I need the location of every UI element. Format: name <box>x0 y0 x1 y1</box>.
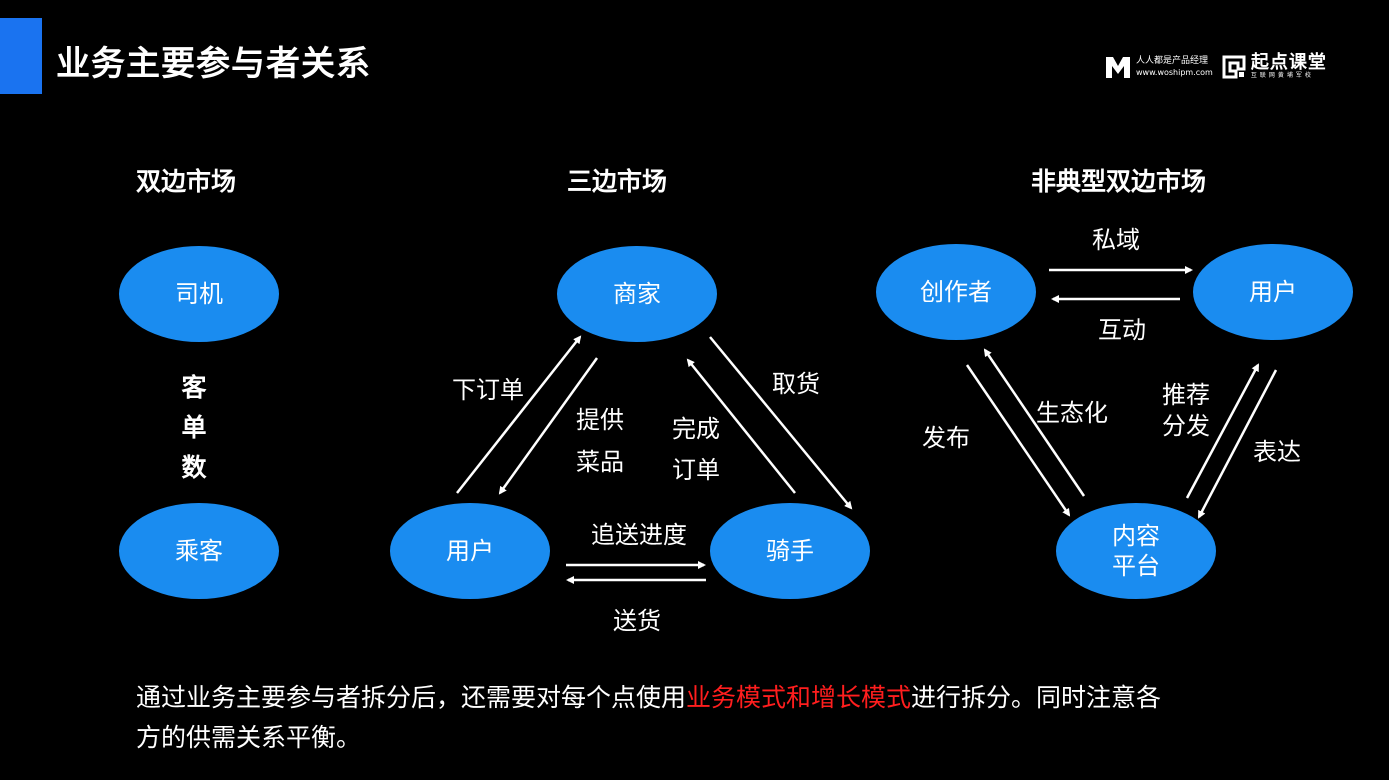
content-platform-node: 内容 平台 <box>1056 503 1216 599</box>
supply-label-line1: 提供 <box>576 406 624 434</box>
platform-label-line2: 平台 <box>1112 552 1160 580</box>
platform-label-line1: 内容 <box>1112 522 1160 550</box>
summary-highlight: 业务模式和增长模式 <box>686 683 912 712</box>
express-label: 表达 <box>1253 438 1301 466</box>
summary-text-start: 通过业务主要参与者拆分后，还需要对每个点使用 <box>136 683 687 712</box>
supply-label-line2: 菜品 <box>576 448 624 476</box>
qidian-name: 起点课堂 <box>1250 52 1327 73</box>
driver-node: 司机 <box>119 246 279 342</box>
atypical-market-title: 非典型双边市场 <box>1031 167 1207 196</box>
brand-logo: 人人都是产品经理 www.woshipm.com 起点课堂 互联网黄埔军校 <box>1104 50 1327 84</box>
woshipm-logo-icon <box>1106 57 1130 78</box>
recommend-label-line2: 分发 <box>1162 412 1210 440</box>
slide-title: 业务主要参与者关系 <box>56 44 371 84</box>
progress-label: 追送进度 <box>591 521 687 549</box>
creator-node: 创作者 <box>876 244 1036 340</box>
complete-label-line2: 订单 <box>672 456 720 484</box>
arrow-user-to-merchant <box>456 335 582 494</box>
title-accent-bar <box>0 18 42 94</box>
private-domain-label: 私域 <box>1092 226 1140 254</box>
order-count-label: 客单数 <box>181 373 207 482</box>
three-sided-market-title: 三边市场 <box>567 167 668 196</box>
place-order-label: 下订单 <box>452 376 524 404</box>
ecology-label: 生态化 <box>1036 399 1108 427</box>
delivery-label: 送货 <box>613 607 661 635</box>
recommend-label-line1: 推荐 <box>1162 381 1210 409</box>
merchant-node: 商家 <box>557 246 717 342</box>
arrow-rider-to-merchant <box>686 358 796 494</box>
arrow-user-to-platform <box>1197 369 1278 519</box>
arrow-merchant-to-rider <box>709 336 853 510</box>
summary-text: 通过业务主要参与者拆分后，还需要对每个点使用业务模式和增长模式进行拆分。同时注意… <box>136 678 1176 758</box>
publish-label: 发布 <box>922 424 970 452</box>
woshipm-name: 人人都是产品经理 <box>1136 56 1209 66</box>
qidian-logo-icon <box>1222 55 1246 79</box>
arrow-merchant-to-user <box>498 357 599 495</box>
summary-text-end: 进行拆分。同时注意各方的供需关系平衡。 <box>136 683 1162 752</box>
rider-node: 骑手 <box>710 503 870 599</box>
user-node: 用户 <box>390 503 550 599</box>
interact-label: 互动 <box>1098 316 1146 344</box>
qidian-wordmark: 起点课堂 互联网黄埔军校 <box>1251 54 1327 80</box>
atypical-user-node: 用户 <box>1193 244 1353 340</box>
arrow-platform-to-creator <box>983 348 1086 497</box>
two-sided-market-title: 双边市场 <box>136 167 237 196</box>
qidian-slogan: 互联网黄埔军校 <box>1250 72 1314 79</box>
passenger-node: 乘客 <box>119 503 279 599</box>
woshipm-url: www.woshipm.com <box>1136 68 1213 77</box>
woshipm-wordmark: 人人都是产品经理 www.woshipm.com <box>1136 56 1213 78</box>
arrow-platform-to-user <box>1185 363 1260 499</box>
pickup-label: 取货 <box>772 370 820 398</box>
arrow-creator-to-platform <box>965 364 1071 517</box>
complete-label-line1: 完成 <box>672 415 720 443</box>
